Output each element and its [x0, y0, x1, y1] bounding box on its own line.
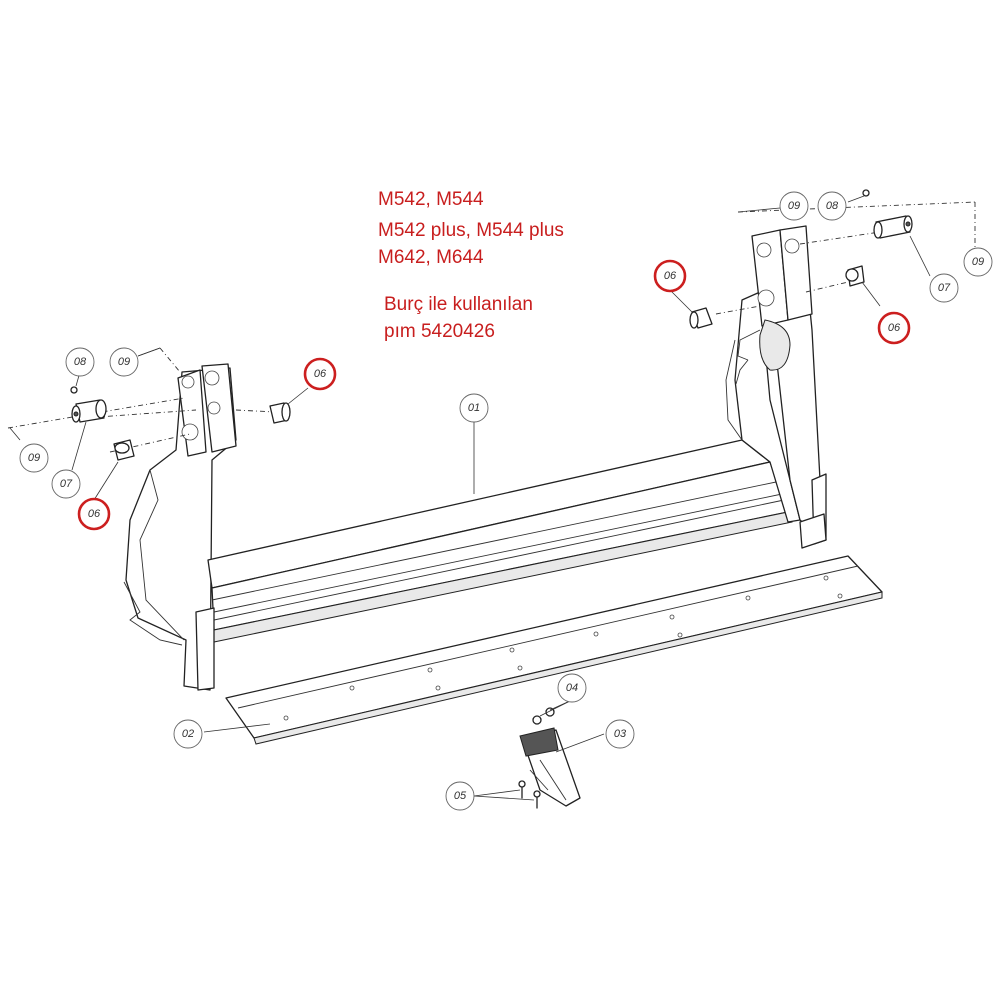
pin-note-line-1: Burç ile kullanılan [384, 294, 533, 315]
left-bushing-upper [269, 402, 291, 424]
leader-lines [71, 195, 931, 801]
callout-03: 03 [605, 719, 635, 749]
svg-text:06: 06 [314, 368, 327, 380]
svg-text:06: 06 [88, 508, 101, 520]
svg-text:09: 09 [118, 356, 130, 368]
model-list-line-3: M642, M644 [378, 247, 484, 268]
right-lock-screw [862, 189, 870, 197]
svg-text:03: 03 [614, 728, 627, 740]
callout-06-right-lower: 06 [877, 311, 911, 345]
callout-08-right: 08 [817, 191, 847, 221]
svg-text:01: 01 [468, 402, 480, 414]
callout-02: 02 [173, 719, 203, 749]
right-pin-assembly [689, 189, 976, 329]
callout-09-right-top: 09 [779, 191, 809, 221]
svg-text:05: 05 [454, 790, 467, 802]
svg-text:09: 09 [788, 200, 800, 212]
callout-09-right-side: 09 [963, 247, 993, 277]
svg-text:02: 02 [182, 728, 194, 740]
tooth-adapter [519, 727, 581, 807]
callout-05: 05 [445, 781, 475, 811]
svg-text:07: 07 [60, 478, 73, 490]
pin-note-line-2: pım 5420426 [384, 321, 495, 342]
blade-bolt-holes [283, 575, 843, 721]
right-pin [873, 215, 913, 239]
svg-text:04: 04 [566, 682, 578, 694]
callout-09-left-top: 09 [109, 347, 139, 377]
right-bushing-lower [845, 265, 865, 287]
left-bushing-lower [113, 439, 135, 461]
cutting-edge-blade [225, 555, 883, 745]
model-note: M542, M544 M542 plus, M544 plus M642, M6… [378, 189, 564, 342]
callout-08-left: 08 [65, 347, 95, 377]
bucket-body [123, 225, 827, 691]
svg-text:06: 06 [664, 270, 677, 282]
callout-07-left: 07 [51, 469, 81, 499]
svg-text:08: 08 [826, 200, 839, 212]
svg-text:06: 06 [888, 322, 901, 334]
right-bushing-upper [689, 307, 713, 329]
model-list-line-1: M542, M544 [378, 189, 484, 210]
callout-09-left-bottom: 09 [19, 443, 49, 473]
callout-01: 01 [459, 393, 489, 423]
callout-06-left-lower: 06 [77, 497, 111, 531]
callout-06-right-upper: 06 [653, 259, 687, 293]
svg-text:09: 09 [28, 452, 40, 464]
model-list-line-2: M542 plus, M544 plus [378, 220, 564, 241]
callout-06-left-upper: 06 [303, 357, 337, 391]
callout-07-right: 07 [929, 273, 959, 303]
svg-text:07: 07 [938, 282, 951, 294]
left-pin-assembly [7, 347, 291, 461]
callout-04: 04 [557, 673, 587, 703]
left-pin [71, 399, 107, 423]
left-lock-screw [70, 386, 78, 394]
svg-text:08: 08 [74, 356, 87, 368]
adapter-bolts [518, 780, 541, 809]
svg-text:09: 09 [972, 256, 984, 268]
